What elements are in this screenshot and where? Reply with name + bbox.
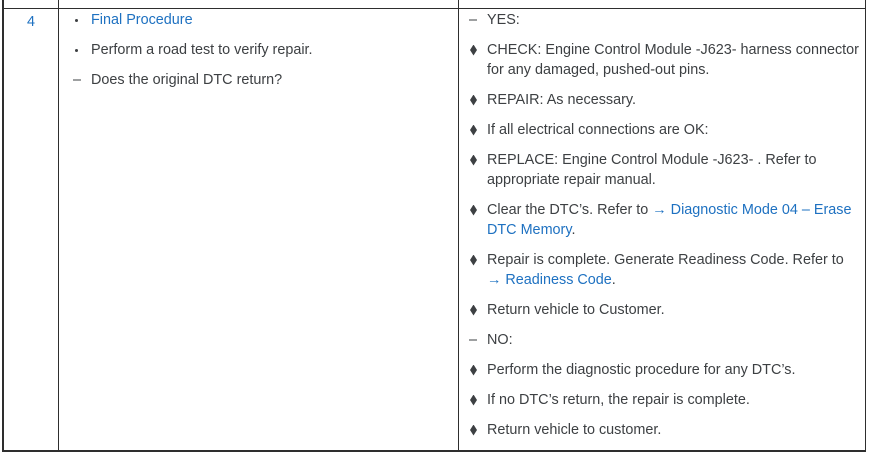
text-run: CHECK: Engine Control Module -J623- harn… <box>487 42 859 58</box>
bullet-diamond-icon <box>469 40 487 80</box>
result-cell: YES: CHECK: Engine Control Module -J623- … <box>459 9 865 450</box>
item-text: YES: <box>487 10 520 30</box>
bullet-dot-icon <box>73 10 91 30</box>
step-number: 4 <box>26 14 35 30</box>
list-item: Perform a road test to verify repair. <box>59 40 458 60</box>
bullet-dash-icon <box>73 70 91 90</box>
step-number-cell: 4 <box>4 9 59 450</box>
list-item: Repair is complete. Generate Readiness C… <box>459 250 865 290</box>
list-item: Perform the diagnostic procedure for any… <box>459 360 865 380</box>
result-list: YES: CHECK: Engine Control Module -J623- … <box>459 9 865 440</box>
list-item: If all electrical connections are OK: <box>459 120 865 140</box>
previous-row-fragment <box>4 0 865 9</box>
list-item: Does the original DTC return? <box>59 70 458 90</box>
text-run: for any damaged, pushed-out pins. <box>487 62 710 78</box>
text-run: Does the original DTC return? <box>91 72 283 88</box>
link-diagnostic-mode-04-erase[interactable]: → Diagnostic Mode 04 – Erase <box>652 202 852 218</box>
item-text: If no DTC’s return, the repair is comple… <box>487 390 750 410</box>
item-text: Clear the DTC’s. Refer to → Diagnostic M… <box>487 200 851 240</box>
bullet-dash-icon <box>469 330 487 350</box>
list-item: Final Procedure <box>59 10 458 30</box>
item-text: REPLACE: Engine Control Module -J623- . … <box>487 150 817 190</box>
bullet-diamond-icon <box>469 360 487 380</box>
list-item: YES: <box>459 10 865 30</box>
link-dtc-memory[interactable]: DTC Memory <box>487 222 572 238</box>
bullet-diamond-icon <box>469 420 487 440</box>
bullet-diamond-icon <box>469 390 487 410</box>
text-run: If all electrical connections are OK: <box>487 122 709 138</box>
item-text: Perform a road test to verify repair. <box>91 40 313 60</box>
text-run: If no DTC’s return, the repair is comple… <box>487 392 750 408</box>
fragment-result-cell <box>459 0 865 8</box>
item-text: If all electrical connections are OK: <box>487 120 709 140</box>
text-run: REPLACE: Engine Control Module -J623- . … <box>487 152 817 168</box>
item-text: Final Procedure <box>91 10 193 30</box>
text-run: . <box>571 222 576 238</box>
text-run: Return vehicle to customer. <box>487 422 662 438</box>
link-final-procedure[interactable]: Final Procedure <box>91 12 193 28</box>
text-run: Clear the DTC’s. Refer to <box>487 202 653 218</box>
text-run: Repair is complete. Generate Readiness C… <box>487 252 844 268</box>
bullet-diamond-icon <box>469 120 487 140</box>
text-run: Return vehicle to Customer. <box>487 302 665 318</box>
item-text: Perform the diagnostic procedure for any… <box>487 360 795 380</box>
link-readiness-code[interactable]: → Readiness Code <box>487 272 612 288</box>
list-item: Return vehicle to Customer. <box>459 300 865 320</box>
list-item: CHECK: Engine Control Module -J623- harn… <box>459 40 865 80</box>
text-run: appropriate repair manual. <box>487 172 656 188</box>
item-text: NO: <box>487 330 513 350</box>
bullet-diamond-icon <box>469 150 487 190</box>
bullet-diamond-icon <box>469 300 487 320</box>
bullet-diamond-icon <box>469 250 487 290</box>
item-text: CHECK: Engine Control Module -J623- harn… <box>487 40 859 80</box>
text-run: NO: <box>487 332 513 348</box>
bullet-diamond-icon <box>469 200 487 240</box>
item-text: Repair is complete. Generate Readiness C… <box>487 250 844 290</box>
list-item: Return vehicle to customer. <box>459 420 865 440</box>
item-text: Return vehicle to customer. <box>487 420 661 440</box>
item-text: Does the original DTC return? <box>91 70 282 90</box>
text-run: Perform the diagnostic procedure for any… <box>487 362 796 378</box>
bullet-diamond-icon <box>469 90 487 110</box>
item-text: Return vehicle to Customer. <box>487 300 665 320</box>
list-item: Clear the DTC’s. Refer to → Diagnostic M… <box>459 200 865 240</box>
fragment-step-cell <box>4 0 59 8</box>
text-run: Perform a road test to verify repair. <box>91 42 313 58</box>
text-run: . <box>611 272 616 288</box>
list-item: If no DTC’s return, the repair is comple… <box>459 390 865 410</box>
bullet-dash-icon <box>469 10 487 30</box>
text-run: YES: <box>487 12 520 28</box>
item-text: REPAIR: As necessary. <box>487 90 636 110</box>
text-run: REPAIR: As necessary. <box>487 92 637 108</box>
list-item: REPLACE: Engine Control Module -J623- . … <box>459 150 865 190</box>
bullet-dot-icon <box>73 40 91 60</box>
list-item: REPAIR: As necessary. <box>459 90 865 110</box>
list-item: NO: <box>459 330 865 350</box>
fragment-procedure-cell <box>59 0 459 8</box>
